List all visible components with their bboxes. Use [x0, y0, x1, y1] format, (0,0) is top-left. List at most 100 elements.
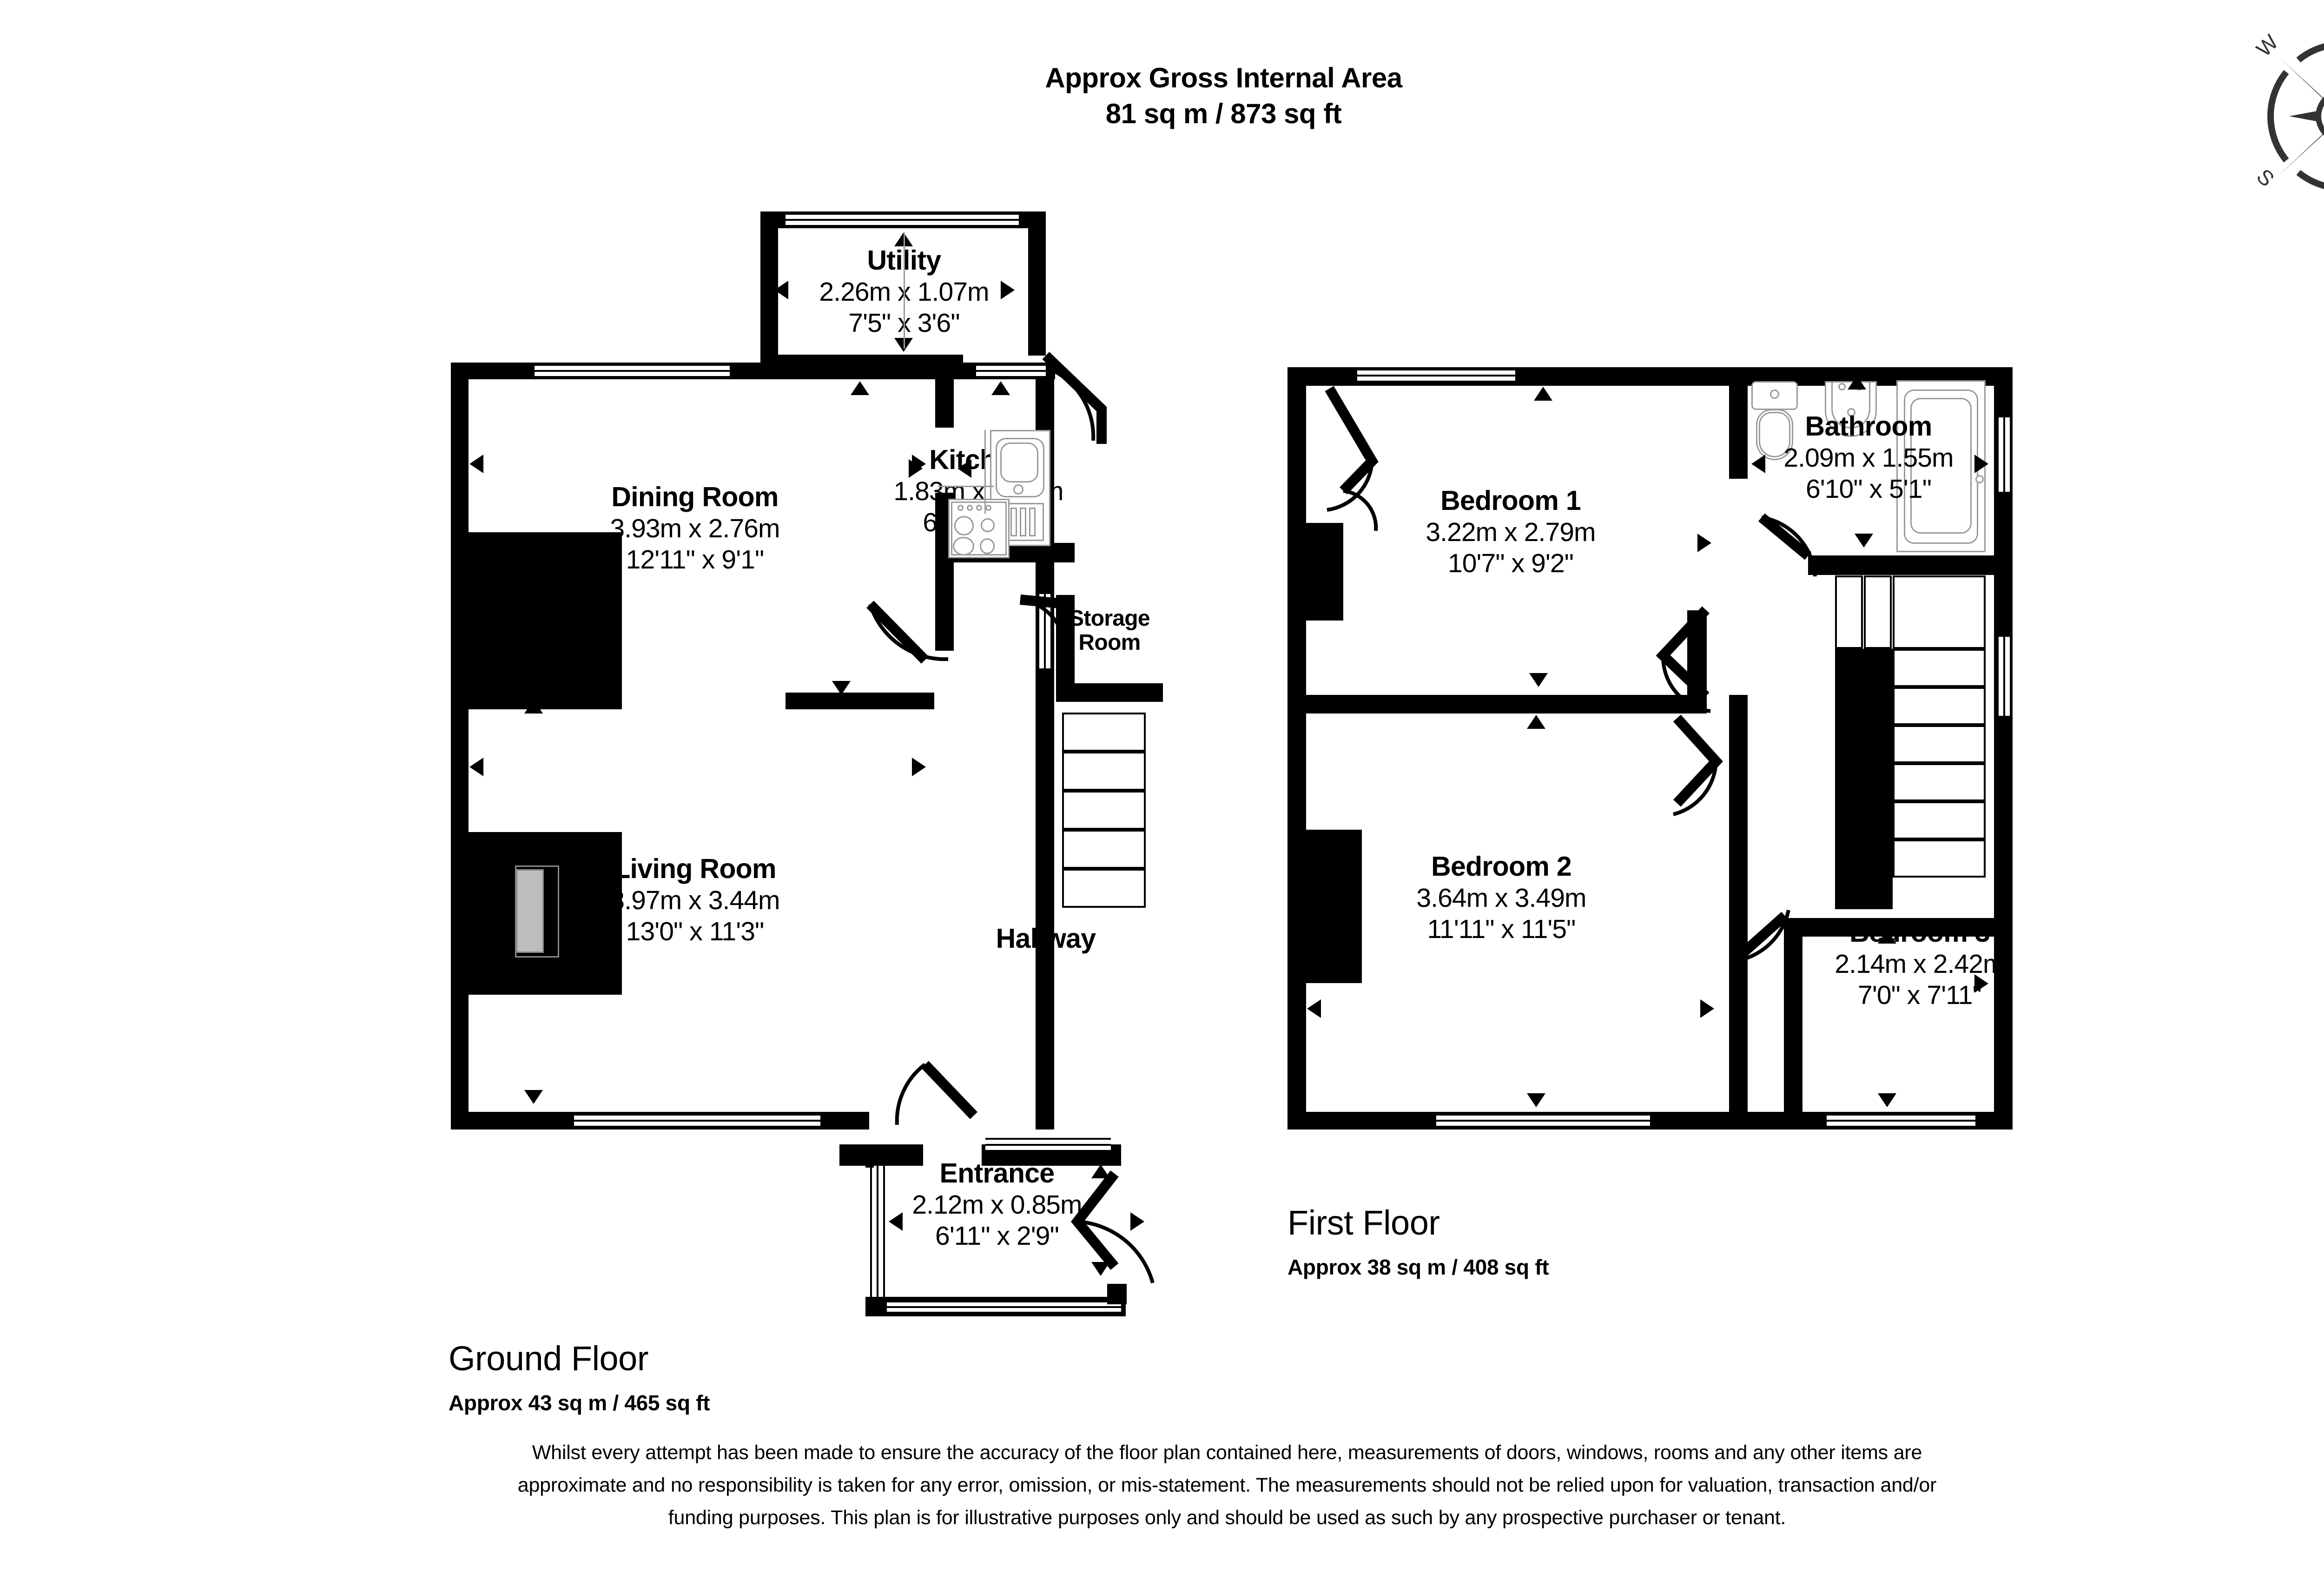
gross-internal-area-header: Approx Gross Internal Area 81 sq m / 873…	[0, 60, 2324, 132]
stair-tread	[1062, 869, 1146, 908]
kitchen-cooker-knob	[985, 505, 991, 511]
living-arrow-left	[469, 758, 483, 776]
dining-imperial: 12'11" x 9'1"	[626, 544, 765, 575]
stair-tread	[1062, 791, 1146, 830]
hallway-name: Hallway	[996, 923, 1096, 954]
kitchen-sink-bowl	[1000, 443, 1038, 482]
bedroom1-imperial: 10'7" x 9'2"	[1447, 548, 1574, 578]
bedroom3-wall-west	[1784, 918, 1802, 1130]
dining-arrow-down-2	[832, 681, 851, 695]
bathroom-window-east	[1997, 417, 2012, 492]
room-label-storage: Storage Room	[1051, 606, 1168, 655]
stair-tread	[1062, 752, 1146, 791]
kitchen-arrow-left	[957, 459, 971, 478]
storage-line-1: Storage	[1069, 606, 1150, 631]
entrance-wall-corner-se	[1107, 1284, 1127, 1304]
header-line-2: 81 sq m / 873 sq ft	[1105, 98, 1342, 129]
dining-living-divider-left	[469, 693, 622, 709]
living-fireplace	[516, 869, 544, 953]
room-label-bathroom: Bathroom 2.09m x 1.55m 6'10" x 5'1"	[1748, 410, 1989, 504]
storage-line-2: Room	[1078, 630, 1141, 655]
dining-arrow-up-2	[524, 700, 543, 713]
bedroom1-arrow-up	[1534, 387, 1552, 401]
first-stair-tread	[1893, 801, 1986, 839]
entrance-arrow-down	[1091, 1262, 1110, 1276]
kitchen-cooker-hob	[954, 516, 974, 535]
entrance-imperial: 6'11" x 2'9"	[935, 1221, 1059, 1251]
bathroom-sink-tap	[1838, 383, 1846, 390]
utility-window-top	[786, 213, 1019, 227]
dining-window-north	[535, 364, 730, 378]
bedroom3-name: Bedroom 3	[1849, 917, 1990, 948]
compass-icon	[2267, 43, 2324, 189]
first-stair-tread	[1893, 839, 1986, 878]
first-floor-area: Approx 38 sq m / 408 sq ft	[1287, 1255, 1549, 1279]
entrance-wall-west	[865, 1162, 874, 1168]
bedroom2-arrow-up	[1527, 715, 1545, 729]
disclaimer-text: Whilst every attempt has been made to en…	[517, 1441, 1937, 1529]
bedroom3-arrow-up	[1878, 930, 1896, 944]
header-line-1: Approx Gross Internal Area	[1045, 62, 1402, 93]
kitchen-cooker-knob	[957, 505, 964, 511]
living-arrow-right	[912, 758, 926, 776]
dining-arrow-up	[851, 381, 869, 395]
bathroom-name: Bathroom	[1805, 411, 1932, 442]
bedroom3-metric: 2.14m x 2.42m	[1835, 949, 2005, 979]
room-label-bedroom1: Bedroom 1 3.22m x 2.79m 10'7" x 9'2"	[1339, 485, 1683, 579]
storage-wall-south	[1056, 683, 1163, 702]
bedroom2-name: Bedroom 2	[1431, 851, 1572, 882]
living-chimney-breast	[469, 832, 622, 995]
kitchen-arrow-up	[991, 381, 1010, 395]
entrance-arrow-right	[1130, 1212, 1144, 1231]
utility-wall-right	[1028, 211, 1046, 356]
first-floor-caption: First Floor Approx 38 sq m / 408 sq ft	[1287, 1203, 1549, 1280]
bedroom3-wall-north	[1802, 918, 1994, 937]
entrance-wall-top-left	[839, 1144, 923, 1166]
first-stair-tread	[1893, 649, 1986, 687]
bathroom-arrow-down	[1855, 534, 1873, 548]
ground-wall-west	[451, 363, 469, 1130]
room-label-bedroom3: Bedroom 3 2.14m x 2.42m 7'0" x 7'11"	[1803, 917, 2036, 1011]
bedroom2-imperial: 11'11" x 11'5"	[1427, 914, 1576, 944]
dining-arrow-right	[912, 455, 926, 473]
bathroom-wall-west	[1729, 367, 1748, 479]
landing-wall-west	[1687, 610, 1707, 713]
bathroom-toilet-button	[1770, 390, 1779, 399]
utility-arrow-right	[1001, 281, 1015, 299]
bedroom3-arrow-left	[1786, 974, 1800, 993]
kitchen-cooker-hob	[980, 538, 995, 554]
first-stair-tread	[1893, 725, 1986, 763]
bathroom-sink-drain	[1847, 408, 1855, 416]
bedroom3-imperial: 7'0" x 7'11"	[1858, 980, 1982, 1010]
kitchen-cooker-knob	[976, 505, 982, 511]
first-floor-title: First Floor	[1287, 1203, 1440, 1242]
entrance-window-west	[870, 1166, 885, 1301]
utility-arrow-left	[774, 281, 788, 299]
kitchen-draining-groove	[1029, 508, 1036, 536]
bathroom-wall-south	[1808, 555, 1994, 575]
dining-arrow-left	[469, 455, 483, 473]
entrance-name: Entrance	[939, 1158, 1055, 1189]
stair-tread	[1062, 713, 1146, 752]
kitchen-sink-drain	[1013, 484, 1023, 495]
entrance-wall-corner-sw	[865, 1297, 887, 1316]
ground-floor-title: Ground Floor	[449, 1339, 648, 1378]
hallway-window-side	[985, 1138, 1111, 1152]
landing-window-east	[1997, 637, 2012, 716]
bedroom2-chimney-breast	[1306, 830, 1362, 983]
first-wall-east	[1994, 367, 2013, 1130]
dining-metric: 3.93m x 2.76m	[610, 514, 780, 544]
kitchen-draining-groove	[1010, 508, 1017, 536]
bedroom2-arrow-left	[1307, 999, 1321, 1018]
dining-name: Dining Room	[611, 482, 779, 512]
landing-cupboard-left	[1835, 575, 1863, 649]
ground-floor-area: Approx 43 sq m / 465 sq ft	[449, 1391, 710, 1415]
bedroom2-arrow-right	[1700, 999, 1714, 1018]
bedroom1-window-north	[1357, 369, 1515, 383]
bedroom1-name: Bedroom 1	[1440, 485, 1581, 516]
room-label-bedroom2: Bedroom 2 3.64m x 3.49m 11'11" x 11'5"	[1329, 851, 1673, 945]
room-label-hallway: Hallway	[957, 923, 1134, 955]
bedroom2-wall-east	[1729, 695, 1748, 1130]
landing-platform	[1893, 575, 1986, 649]
bedroom2-window-south	[1436, 1114, 1650, 1128]
